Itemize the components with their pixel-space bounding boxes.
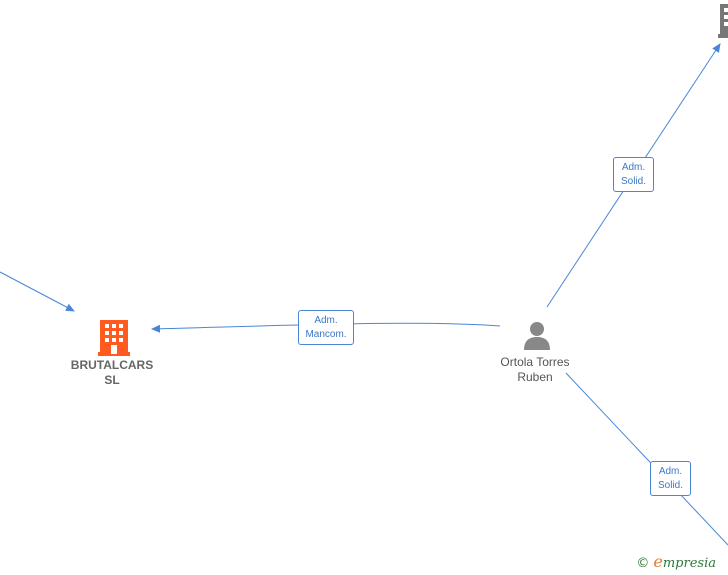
edge-label-line1: Adm.	[621, 162, 646, 173]
edge-incoming-left	[0, 271, 75, 312]
building-icon[interactable]	[98, 320, 130, 356]
person-label[interactable]: Ortola Torres Ruben	[484, 355, 586, 385]
person-icon[interactable]	[522, 320, 552, 350]
edge-label-line2: Solid.	[657, 480, 683, 491]
watermark-initial: e	[653, 552, 663, 571]
building-icon-offscreen[interactable]	[718, 4, 728, 38]
edge-label-solid-top[interactable]: Adm. Solid.	[613, 157, 654, 192]
company-name-line1: BRUTALCARS	[70, 358, 154, 372]
copyright-symbol: ©	[636, 556, 650, 571]
company-label[interactable]: BRUTALCARS SL	[60, 358, 164, 388]
edge-label-line1: Adm.	[314, 315, 338, 326]
edge-label-line1: Adm.	[658, 466, 683, 477]
person-name-line2: Ruben	[517, 370, 553, 384]
company-name-line2: SL	[104, 373, 120, 387]
watermark-rest: mpresia	[662, 556, 716, 571]
edge-label-line2: Mancom.	[305, 329, 347, 340]
edge-label-mancom[interactable]: Adm. Mancom.	[298, 310, 354, 345]
edge-label-line2: Solid.	[620, 176, 646, 187]
empresia-watermark: ©empresia	[636, 552, 716, 571]
person-name-line1: Ortola Torres	[500, 355, 570, 369]
edge-label-solid-bottom[interactable]: Adm. Solid.	[650, 461, 691, 496]
edge-person-to-bottom-right	[565, 372, 728, 546]
